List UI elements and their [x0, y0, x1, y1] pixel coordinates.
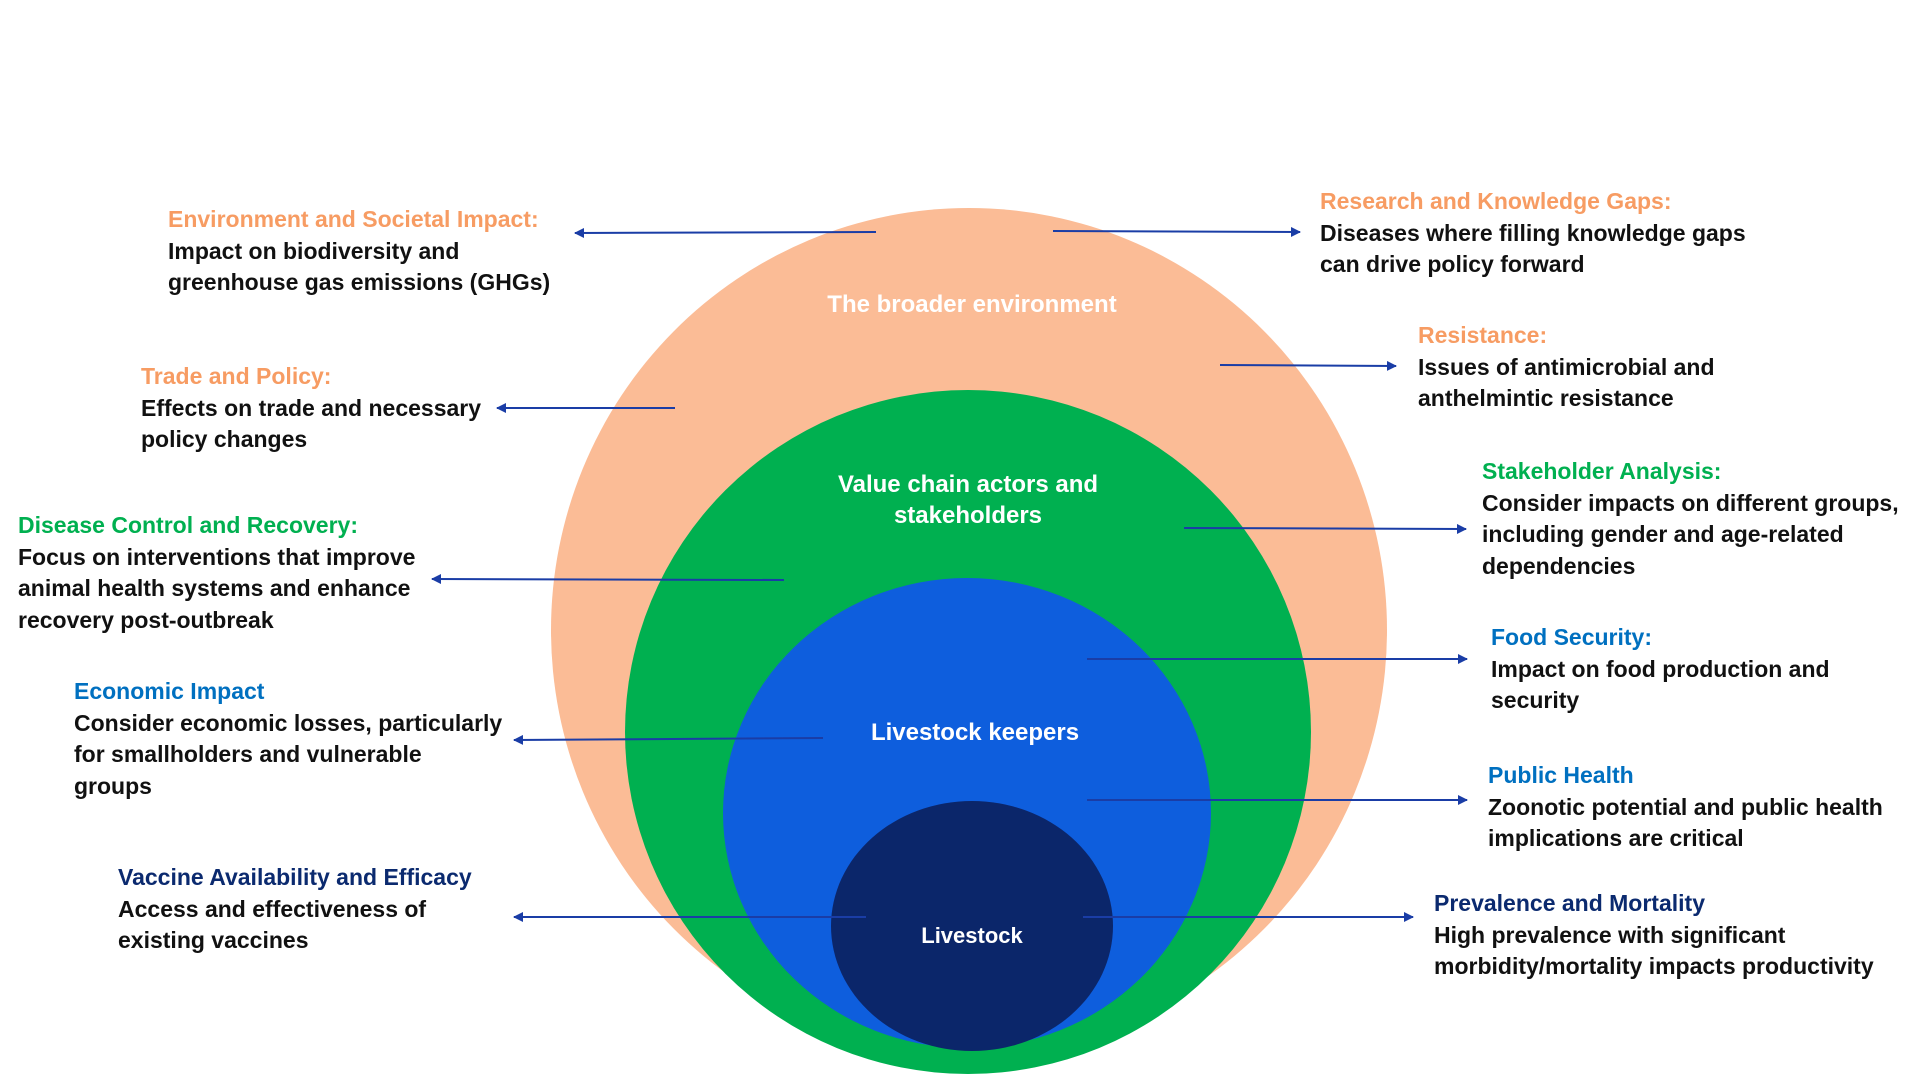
callout-environment-societal-impact: Environment and Societal Impact: Impact …	[168, 204, 550, 299]
ring-label-value-chain-line2: stakeholders	[894, 502, 1042, 529]
ring-label-value-chain-line1: Value chain actors and	[838, 471, 1098, 498]
callout-research-knowledge-gaps: Research and Knowledge Gaps: Diseases wh…	[1320, 186, 1746, 281]
callout-title: Public Health	[1488, 762, 1634, 788]
callout-prevalence-mortality: Prevalence and Mortality High prevalence…	[1434, 888, 1874, 983]
arrow-economic-impact	[513, 734, 824, 745]
callout-description: Access and effectiveness of existing vac…	[118, 895, 427, 954]
arrow-disease-control-recovery	[431, 574, 785, 585]
callout-title: Stakeholder Analysis:	[1482, 458, 1722, 484]
arrow-stakeholder-analysis	[1183, 523, 1467, 534]
callout-description: Impact on biodiversity and greenhouse ga…	[168, 237, 551, 296]
callout-description: Zoonotic potential and public health imp…	[1488, 793, 1883, 852]
arrow-environment-societal-impact	[574, 227, 877, 238]
callout-trade-policy: Trade and Policy: Effects on trade and n…	[141, 361, 481, 456]
callout-title: Research and Knowledge Gaps:	[1320, 188, 1672, 214]
callout-title: Food Security:	[1491, 624, 1653, 650]
callout-description: Focus on interventions that improve anim…	[18, 543, 416, 633]
callout-title: Economic Impact	[74, 678, 265, 704]
callout-public-health: Public Health Zoonotic potential and pub…	[1488, 760, 1883, 855]
ring-label-broader-environment: The broader environment	[827, 291, 1116, 318]
callout-resistance: Resistance: Issues of antimicrobial and …	[1418, 320, 1715, 415]
callout-description: Effects on trade and necessary policy ch…	[141, 394, 482, 453]
callout-economic-impact: Economic Impact Consider economic losses…	[74, 676, 502, 802]
callout-vaccine-availability-efficacy: Vaccine Availability and Efficacy Access…	[118, 862, 472, 957]
ring-label-livestock: Livestock	[921, 923, 1023, 948]
callout-description: Consider impacts on different groups, in…	[1482, 489, 1899, 579]
callout-description: Issues of antimicrobial and anthelmintic…	[1418, 353, 1715, 412]
callout-description: Consider economic losses, particularly f…	[74, 709, 503, 799]
callout-title: Prevalence and Mortality	[1434, 890, 1705, 916]
callout-description: Impact on food production and security	[1491, 655, 1830, 714]
arrow-research-knowledge-gaps	[1052, 226, 1301, 237]
callout-description: High prevalence with significant morbidi…	[1434, 921, 1874, 980]
callout-food-security: Food Security: Impact on food production…	[1491, 622, 1830, 717]
callout-title: Resistance:	[1418, 322, 1548, 348]
arrow-resistance	[1219, 360, 1397, 371]
callout-title: Disease Control and Recovery:	[18, 512, 359, 538]
ring-label-livestock-keepers: Livestock keepers	[871, 719, 1079, 746]
callout-description: Diseases where filling knowledge gaps ca…	[1320, 219, 1746, 278]
callout-title: Vaccine Availability and Efficacy	[118, 864, 472, 890]
callout-title: Trade and Policy:	[141, 363, 332, 389]
callout-stakeholder-analysis: Stakeholder Analysis: Consider impacts o…	[1482, 456, 1899, 582]
ring-livestock	[831, 801, 1113, 1051]
callout-disease-control-recovery: Disease Control and Recovery: Focus on i…	[18, 510, 415, 636]
callout-title: Environment and Societal Impact:	[168, 206, 539, 232]
